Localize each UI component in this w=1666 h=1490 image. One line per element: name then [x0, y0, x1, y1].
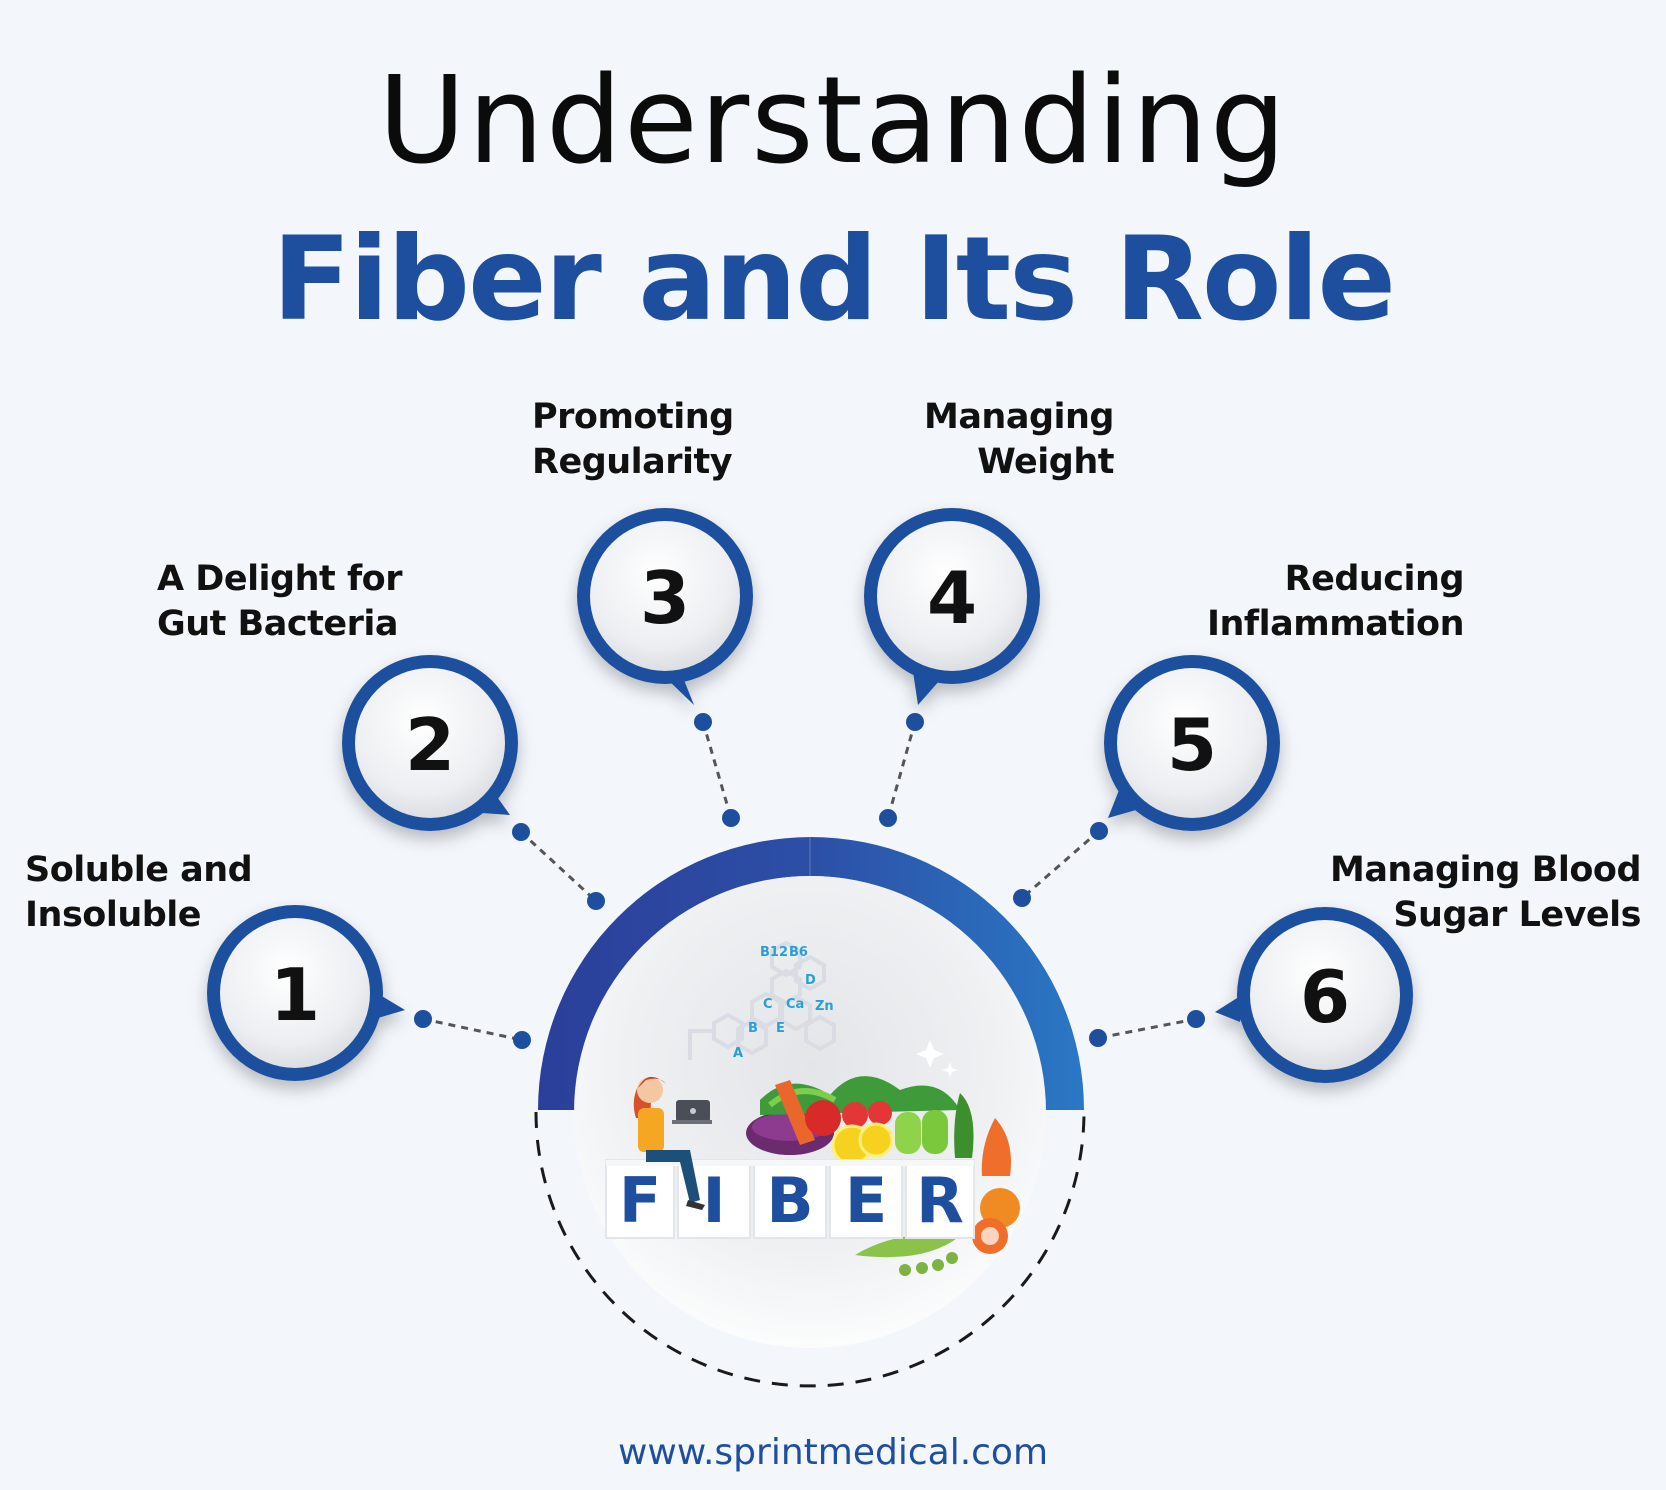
svg-text:Ca: Ca	[786, 997, 804, 1012]
fiber-letter-f: F	[619, 1164, 661, 1237]
svg-text:D: D	[805, 973, 816, 988]
step-badge-2	[342, 655, 518, 831]
step-badge-6	[1215, 907, 1413, 1083]
step-number-1: 1	[270, 953, 320, 1037]
footer-url[interactable]: www.sprintmedical.com	[617, 1432, 1049, 1473]
vitamin-molecule-illustration	[688, 940, 836, 1060]
svg-text:Zn: Zn	[815, 999, 834, 1014]
step-number-6: 6	[1300, 955, 1350, 1039]
fiber-letter-e: E	[845, 1164, 887, 1237]
step-label-5: Reducing Inflammation	[1206, 559, 1465, 644]
vitamin-labels: B12 B6 D C Ca Zn B E A	[733, 945, 834, 1061]
step-label-1: Soluble and Insoluble	[25, 850, 253, 935]
step-label-3: Promoting Regularity	[532, 397, 734, 482]
svg-text:A: A	[733, 1046, 743, 1061]
dashed-ring	[534, 1111, 1086, 1388]
step-number-4: 4	[927, 556, 977, 640]
step-badge-3	[577, 508, 753, 705]
fiber-letter-b: B	[766, 1164, 813, 1237]
vegetables-illustration	[746, 1076, 1020, 1276]
woman-with-laptop-illustration	[633, 1076, 712, 1210]
fiber-letter-r: R	[916, 1164, 964, 1237]
step-badge-5	[1104, 655, 1280, 831]
title-line-2: Fiber and Its Role	[271, 212, 1396, 347]
step-label-6: Managing Blood Sugar Levels	[1329, 850, 1642, 935]
step-number-2: 2	[405, 703, 455, 787]
svg-text:B: B	[748, 1021, 758, 1036]
connector-dots	[414, 713, 1205, 1049]
svg-text:B12: B12	[760, 945, 788, 960]
svg-text:E: E	[776, 1021, 785, 1036]
step-label-4: Managing Weight	[923, 397, 1115, 482]
fiber-letter-i: I	[702, 1164, 725, 1237]
step-badge-1	[207, 905, 405, 1081]
connectors	[422, 721, 1197, 1042]
sparkle-icon	[916, 1040, 958, 1078]
svg-text:B6: B6	[789, 945, 808, 960]
step-badge-4	[864, 508, 1040, 705]
title-line-1: Understanding	[377, 52, 1289, 191]
step-label-2: A Delight for Gut Bacteria	[157, 559, 402, 644]
step-number-3: 3	[640, 556, 690, 640]
center-arc	[538, 837, 1084, 1110]
svg-text:C: C	[763, 997, 773, 1012]
step-number-5: 5	[1167, 703, 1217, 787]
